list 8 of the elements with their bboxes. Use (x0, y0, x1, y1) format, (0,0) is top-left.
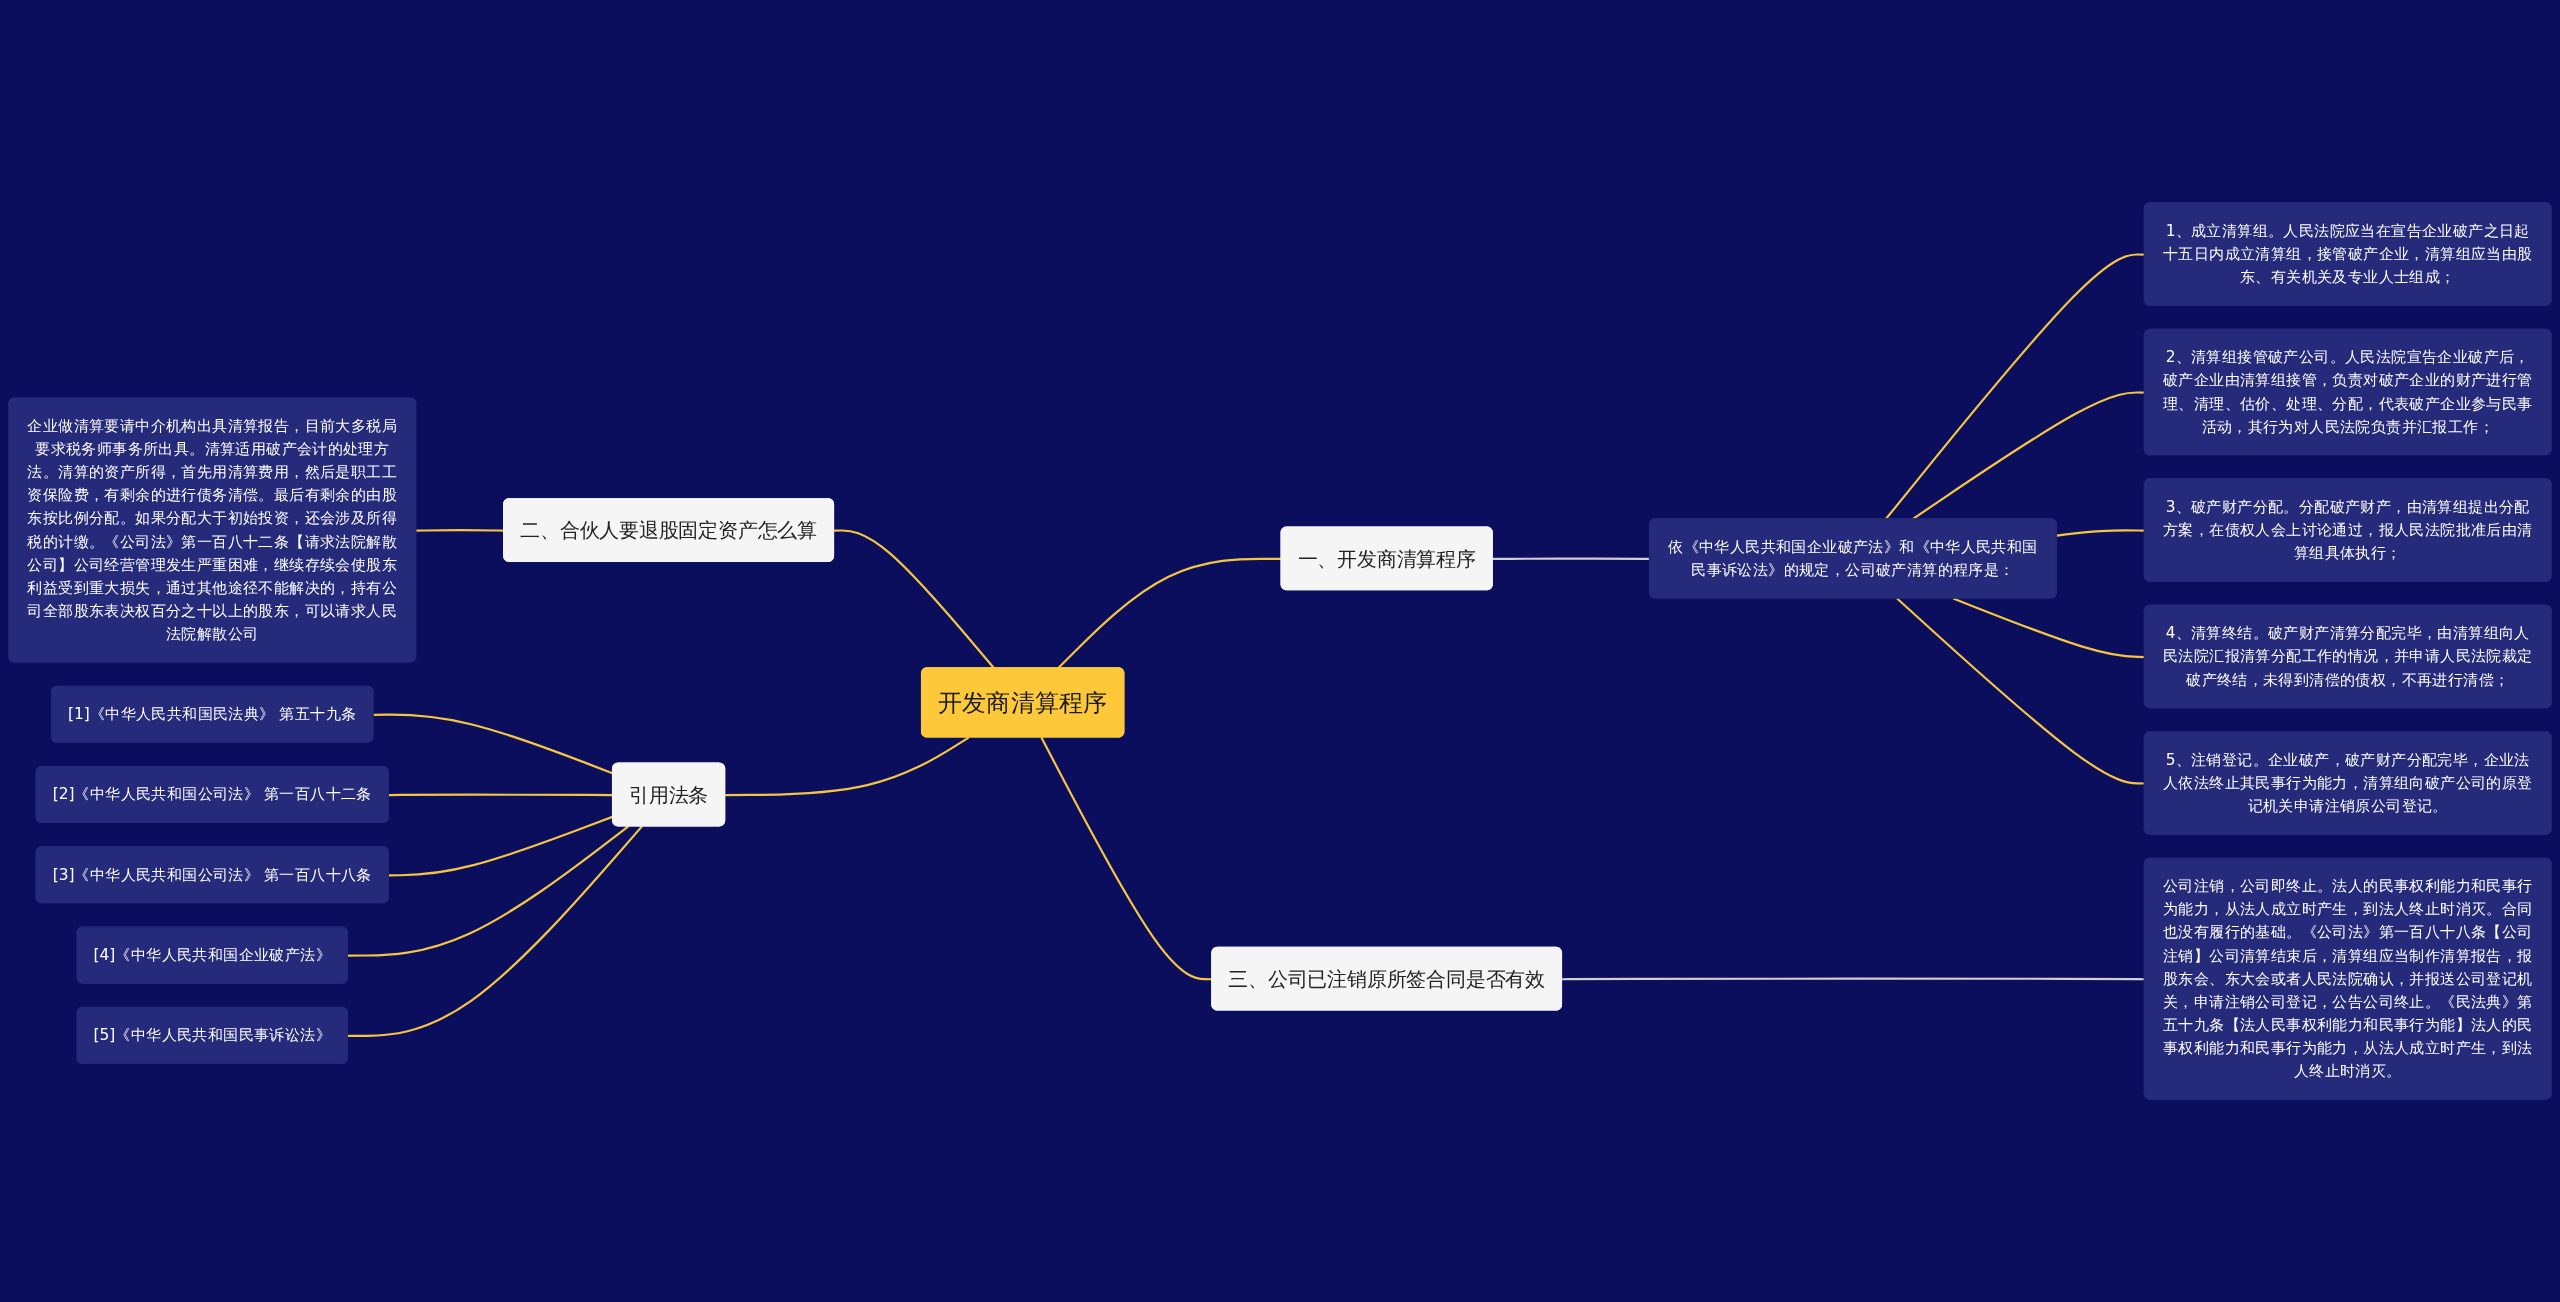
connector (1896, 597, 2145, 785)
connector (1562, 977, 2145, 981)
connector (347, 825, 643, 1037)
connector (2056, 529, 2145, 537)
connector (1884, 253, 2145, 520)
connector (725, 736, 970, 797)
connector (1952, 597, 2145, 659)
connector (347, 825, 630, 957)
